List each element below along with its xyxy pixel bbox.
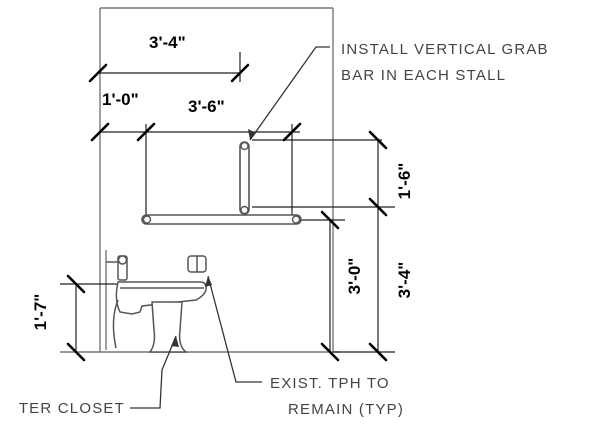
dimension-ticks bbox=[66, 63, 388, 362]
dim-seat-height: 1'-7" bbox=[31, 294, 50, 331]
dim-horizontal-bar-height: 3'-0" bbox=[345, 258, 364, 295]
dim-top-width: 3'-4" bbox=[149, 33, 186, 52]
tick bbox=[136, 122, 156, 142]
arrow-tph bbox=[205, 276, 212, 287]
note-tph-line2: REMAIN (TYP) bbox=[288, 401, 404, 418]
dimension-lines bbox=[60, 52, 395, 353]
note-grab-bar-line1: INSTALL VERTICAL GRAB bbox=[341, 41, 549, 58]
tick bbox=[66, 342, 86, 362]
wall-outline bbox=[60, 7, 340, 353]
arrow-grab-bar bbox=[248, 129, 256, 140]
note-tph-line1: EXIST. TPH TO bbox=[270, 375, 390, 392]
note-water-closet: TER CLOSET bbox=[19, 400, 125, 417]
dim-grab-bar-length: 3'-6" bbox=[188, 97, 225, 116]
leader-arrowheads bbox=[171, 129, 256, 347]
toilet-paper-holder bbox=[187, 255, 207, 273]
horizontal-grab-bar bbox=[141, 214, 302, 225]
tick bbox=[368, 130, 388, 150]
vertical-grab-bar-flange-bottom bbox=[240, 205, 249, 215]
tick bbox=[368, 197, 388, 217]
horizontal-grab-bar-flange-right bbox=[291, 215, 301, 224]
tick bbox=[230, 63, 250, 83]
grab-bars bbox=[141, 141, 302, 225]
flush-valve-cap bbox=[117, 255, 128, 265]
leader-water-closet bbox=[130, 335, 177, 409]
vertical-grab-bar bbox=[239, 141, 250, 215]
leader-tph bbox=[207, 275, 262, 383]
note-grab-bar-line2: BAR IN EACH STALL bbox=[341, 67, 506, 84]
dim-total-height: 3'-4" bbox=[395, 262, 414, 299]
tick bbox=[66, 274, 86, 294]
arrow-water-closet bbox=[171, 336, 179, 347]
tick bbox=[88, 63, 108, 83]
tick bbox=[320, 210, 340, 230]
tick bbox=[282, 122, 302, 142]
horizontal-grab-bar-flange-left bbox=[142, 215, 152, 224]
tick bbox=[90, 122, 110, 142]
vertical-grab-bar-flange-top bbox=[240, 141, 249, 151]
dim-left-offset: 1'-0" bbox=[102, 90, 139, 109]
tick bbox=[320, 342, 340, 362]
dim-vertical-bar-height: 1'-6" bbox=[395, 163, 414, 200]
water-closet bbox=[106, 255, 207, 353]
tick bbox=[368, 342, 388, 362]
toilet-pedestal bbox=[148, 301, 189, 353]
leader-grab-bar bbox=[249, 46, 330, 141]
leader-lines bbox=[130, 46, 330, 409]
toilet-tank-rear bbox=[112, 299, 119, 349]
